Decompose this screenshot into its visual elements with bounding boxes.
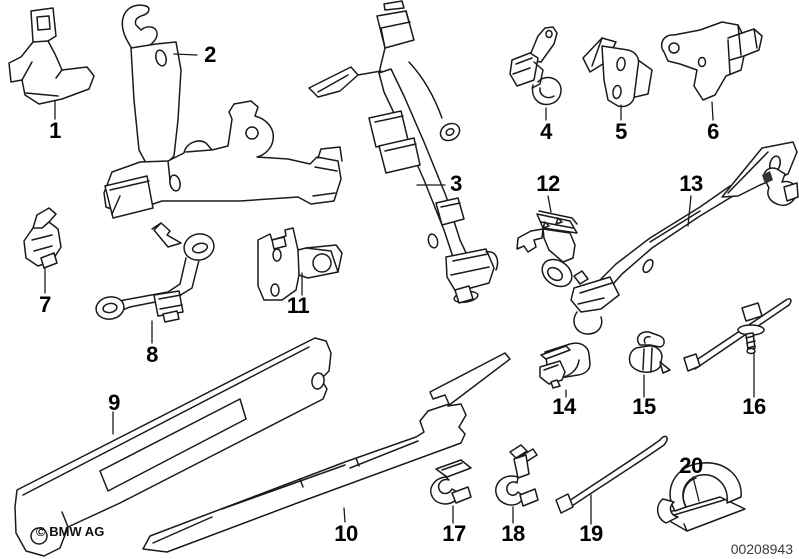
part-4-drawing [509,26,562,106]
part-3-drawing [308,0,499,304]
part-label-9: 9 [108,390,120,415]
part-label-5: 5 [615,119,627,144]
part-20-drawing [657,462,746,532]
drawing-number: 00208943 [730,541,793,557]
part-5-drawing [582,37,653,108]
part-label-6: 6 [707,119,719,144]
part-label-18: 18 [501,521,525,546]
part-label-12: 12 [536,171,560,196]
copyright-text: © BMW AG [36,524,105,539]
part-7-drawing [23,207,62,269]
part-label-16: 16 [742,394,766,419]
leader-line-6 [711,101,714,121]
part-label-11: 11 [286,293,310,318]
part-14-drawing [539,342,591,389]
part-13-drawing [570,141,799,335]
part-label-2: 2 [204,42,216,67]
part-17-drawing [430,459,472,505]
part-9-drawing [14,337,332,557]
part-11-drawing [257,227,343,301]
part-label-19: 19 [579,521,603,546]
leader-line-20 [692,476,700,502]
part-2-drawing [103,4,343,219]
part-18-drawing [495,444,539,507]
part-label-4: 4 [540,119,552,144]
part-label-7: 7 [39,292,51,317]
leader-line-10 [343,507,346,523]
part-label-20: 20 [679,453,703,478]
part-10-drawing [142,352,511,553]
part-8-drawing [95,222,215,323]
leader-line-12 [547,195,552,213]
part-label-14: 14 [552,394,576,419]
part-label-1: 1 [49,118,61,143]
part-15-drawing [628,331,671,374]
part-label-10: 10 [334,521,358,546]
part-label-3: 3 [450,171,462,196]
part-label-17: 17 [442,521,466,546]
leader-line-13 [687,195,692,227]
part-1-drawing [8,7,95,105]
leader-line-2 [173,53,198,56]
part-label-13: 13 [679,171,703,196]
part-19-drawing [555,435,668,514]
part-label-8: 8 [146,342,158,367]
part-6-drawing [660,21,763,101]
part-16-drawing [683,298,792,372]
part-label-15: 15 [632,394,656,419]
leader-lines [44,53,755,525]
part-12-drawing [516,210,578,288]
